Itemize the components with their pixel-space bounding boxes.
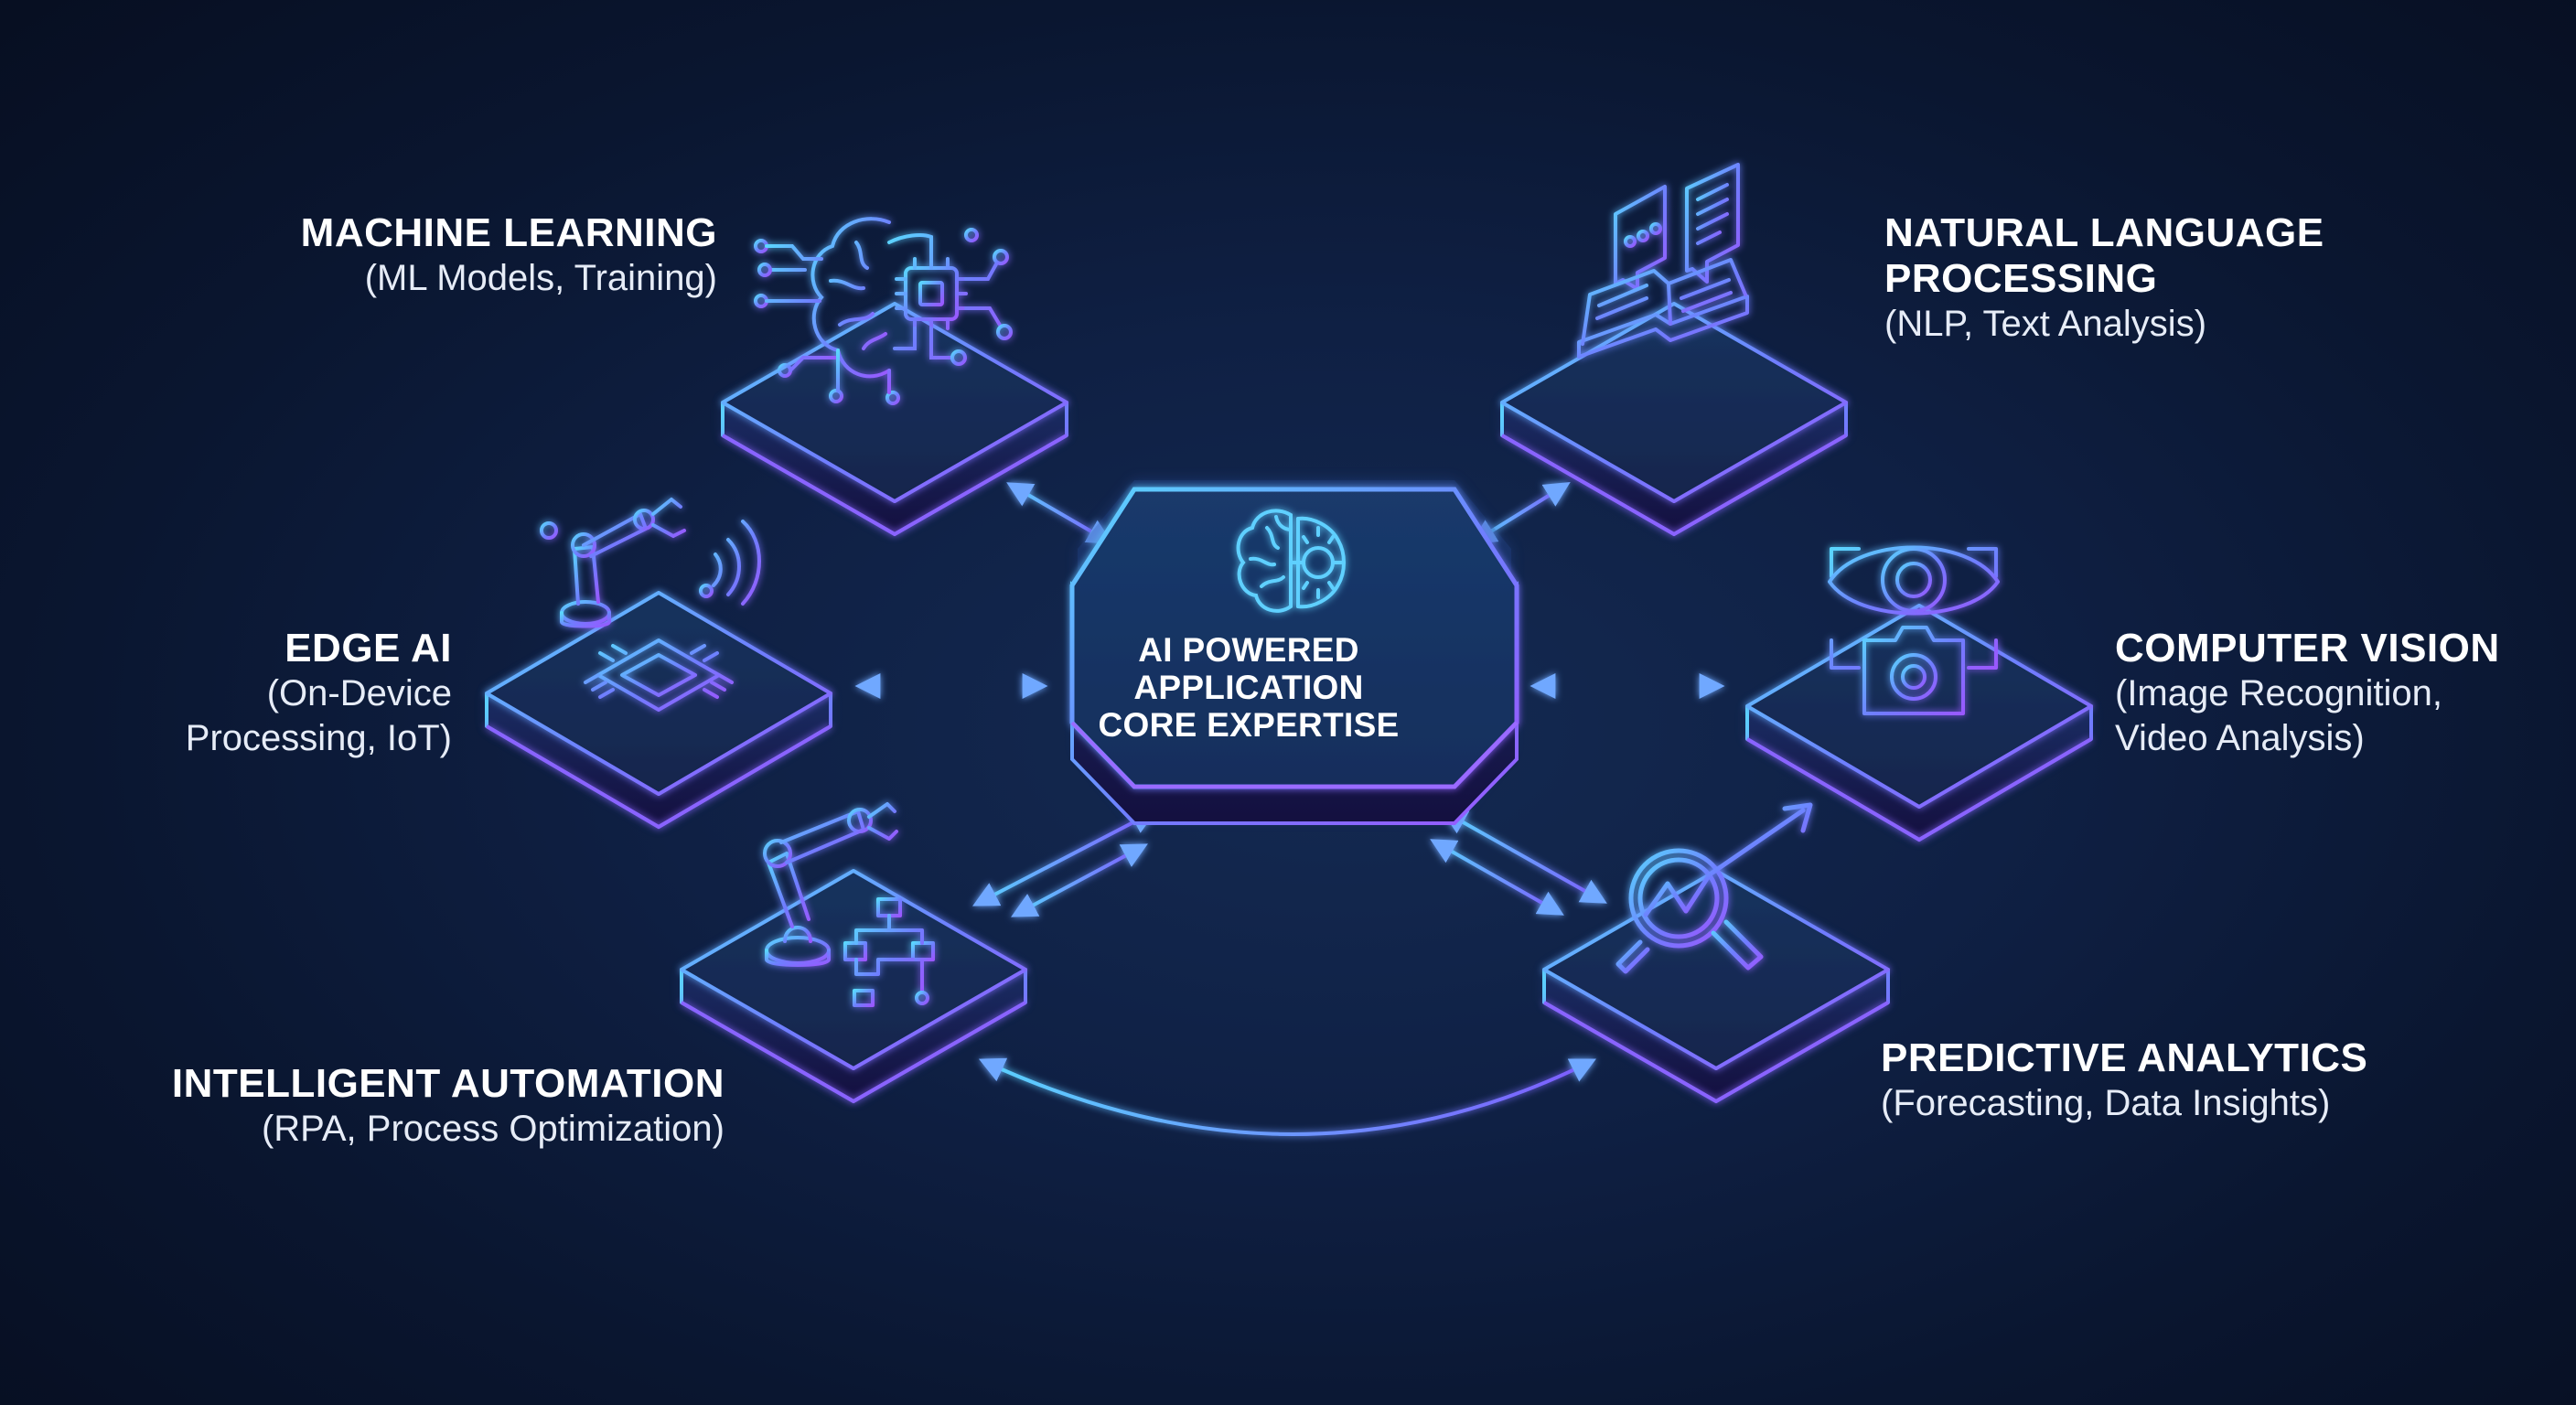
node-title: COMPUTER VISION xyxy=(2115,626,2500,670)
node-subtitle-line2: Video Analysis) xyxy=(2115,718,2365,758)
node-title-line2: PROCESSING xyxy=(1884,256,2158,301)
node-subtitle: (Image Recognition, xyxy=(2115,673,2442,713)
book-chat-icon xyxy=(1577,163,1749,359)
node-label-nlp: NATURAL LANGUAGE PROCESSING (NLP, Text A… xyxy=(1884,210,2433,347)
node-subtitle-line2: Processing, IoT) xyxy=(185,718,452,758)
node-subtitle: (ML Models, Training) xyxy=(364,258,717,298)
node-title: PREDICTIVE ANALYTICS xyxy=(1881,1035,2368,1080)
magnifier-trend-icon xyxy=(1615,802,1813,974)
brain-chip-icon xyxy=(754,217,1013,405)
arrow-center-automation-b xyxy=(1011,843,1148,917)
center-line-3: CORE EXPERTISE xyxy=(1098,706,1400,744)
node-title: INTELLIGENT AUTOMATION xyxy=(171,1061,724,1106)
connector-arrows xyxy=(854,482,1725,1136)
node-label-edge-ai: EDGE AI (On-Device Processing, IoT) xyxy=(110,626,452,761)
node-title: EDGE AI xyxy=(284,626,452,670)
arrow-center-analytics-a xyxy=(1441,810,1607,904)
center-line-2: APPLICATION xyxy=(1133,669,1364,706)
robot-arm-flowchart-icon xyxy=(763,802,935,1007)
platform-machine-learning xyxy=(721,302,1068,537)
center-hub-label: AI POWERED APPLICATION CORE EXPERTISE xyxy=(1052,631,1445,744)
node-title: MACHINE LEARNING xyxy=(300,210,717,255)
node-subtitle: (Forecasting, Data Insights) xyxy=(1881,1083,2331,1123)
node-label-computer-vision: COMPUTER VISION (Image Recognition, Vide… xyxy=(2115,626,2554,761)
arrow-automation-analytics xyxy=(978,1057,1597,1136)
node-title: NATURAL LANGUAGE xyxy=(1884,210,2324,255)
node-subtitle: (On-Device xyxy=(266,673,452,713)
arrow-center-analytics-b xyxy=(1430,839,1564,916)
brain-gear-icon xyxy=(1236,509,1346,613)
robot-arm-chip-icon xyxy=(540,498,761,712)
platform-analytics xyxy=(1542,869,1890,1104)
platforms xyxy=(485,302,2093,1104)
platform-automation xyxy=(680,869,1027,1104)
center-hub xyxy=(1069,480,1519,825)
node-subtitle: (NLP, Text Analysis) xyxy=(1884,304,2207,344)
node-subtitle: (RPA, Process Optimization) xyxy=(261,1109,724,1149)
node-label-intelligent-automation: INTELLIGENT AUTOMATION (RPA, Process Opt… xyxy=(137,1061,724,1152)
node-label-predictive-analytics: PREDICTIVE ANALYTICS (Forecasting, Data … xyxy=(1881,1035,2466,1126)
center-line-1: AI POWERED xyxy=(1138,631,1359,669)
node-label-machine-learning: MACHINE LEARNING (ML Models, Training) xyxy=(274,210,717,301)
eye-camera-icon xyxy=(1828,545,2000,715)
